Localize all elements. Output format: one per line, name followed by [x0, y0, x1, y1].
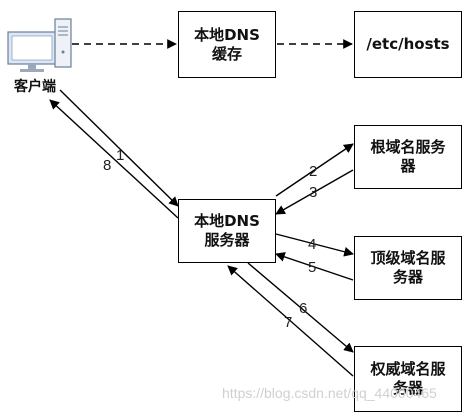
arrow-step-4 [275, 233, 354, 257]
step-label-5: 5 [308, 259, 317, 276]
arrow-step-8 [59, 89, 179, 207]
step-label-4: 4 [308, 236, 317, 253]
computer-icon [7, 18, 72, 72]
local-dns-server-box: 本地DNS 服务器 [178, 199, 276, 263]
root-server-box: 根域名服务 器 [354, 125, 462, 189]
arrow-step-1 [49, 99, 179, 219]
step-label-1: 1 [116, 147, 125, 164]
step-label-7: 7 [284, 314, 293, 331]
arrow-step-7 [227, 265, 354, 377]
step-label-3: 3 [309, 184, 318, 201]
arrow-step-6 [247, 262, 354, 353]
authoritative-server-box: 权威域名服 务器 [354, 346, 462, 412]
step-label-2: 2 [309, 163, 318, 180]
client-label: 客户端 [14, 79, 56, 95]
arrow-step-2 [275, 143, 354, 197]
local-dns-cache-box: 本地DNS 缓存 [178, 11, 276, 78]
arrow-step-3 [275, 169, 354, 215]
step-label-6: 6 [299, 300, 308, 317]
step-label-8: 8 [103, 157, 112, 174]
etc-hosts-box: /etc/hosts [354, 11, 462, 78]
tld-server-box: 顶级域名服 务器 [354, 236, 462, 300]
arrow-step-5 [275, 252, 354, 281]
